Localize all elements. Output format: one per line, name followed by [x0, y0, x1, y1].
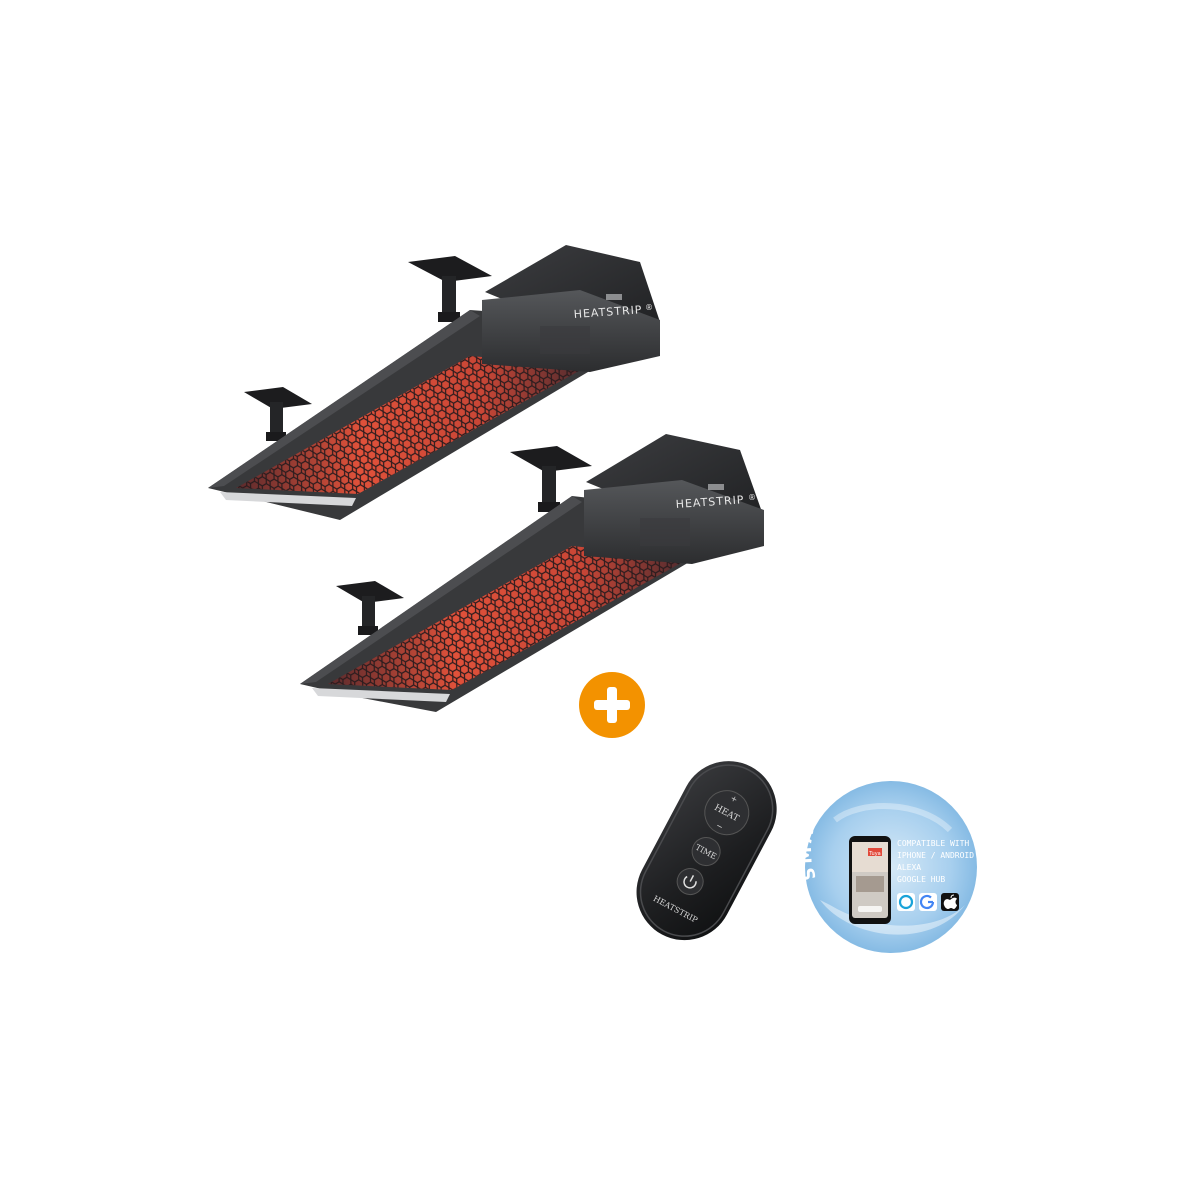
compat-line-3: ALEXA: [897, 863, 921, 872]
phone-icon: Tuya: [849, 836, 891, 924]
compat-line-1: COMPATIBLE WITH: [897, 839, 969, 848]
protective-mesh: [236, 356, 588, 494]
plus-badge: [579, 672, 645, 738]
smart-devices-badge: SMART DEVICES Tuya COMPATIBLE WITH IPHON…: [796, 755, 977, 953]
minus-label: −: [714, 821, 724, 832]
protective-mesh: [328, 546, 690, 690]
heater-trademark: ®: [645, 303, 654, 312]
compat-line-4: GOOGLE HUB: [897, 875, 945, 884]
apple-icon: [941, 893, 959, 911]
app-label: Tuya: [868, 851, 881, 857]
mount-bracket-left: [244, 387, 312, 441]
heater-unit-2: HEATSTRIP ®: [300, 434, 764, 712]
heat-button[interactable]: [697, 783, 757, 843]
plus-icon-vertical: [607, 687, 617, 723]
mount-bracket-right: [510, 446, 592, 512]
mount-bracket-right: [408, 256, 492, 322]
heater-brand-label: HEATSTRIP: [675, 493, 745, 511]
compat-line-2: IPHONE / ANDROID: [897, 851, 974, 860]
mount-bracket-left: [336, 581, 404, 635]
heater-unit-1: HEATSTRIP ®: [208, 245, 660, 520]
power-icon: [683, 875, 697, 889]
google-icon: [919, 893, 937, 911]
plus-label: +: [729, 793, 739, 804]
remote-control: HEAT + − TIME HEATSTRIP: [636, 761, 777, 941]
heater-brand-label: HEATSTRIP: [573, 303, 643, 321]
heater-trademark: ®: [748, 493, 757, 502]
alexa-icon: [897, 893, 915, 911]
time-button[interactable]: [687, 833, 725, 871]
